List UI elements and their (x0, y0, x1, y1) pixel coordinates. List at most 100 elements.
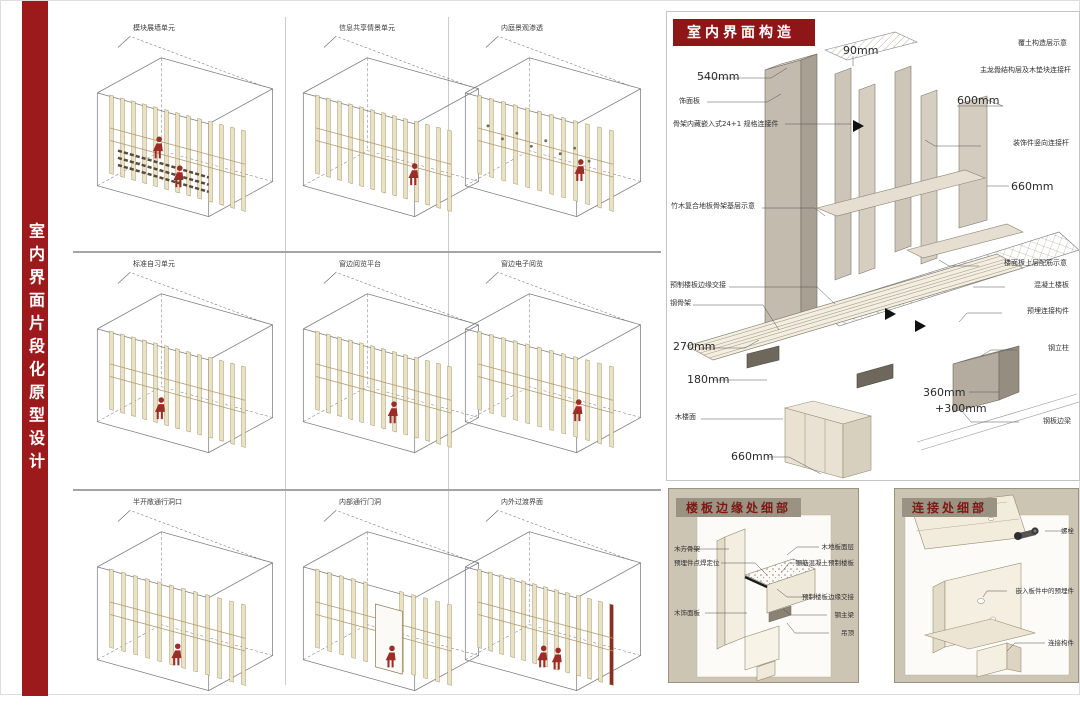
callout-wood-floor-layer: 木地板面层 (821, 543, 855, 551)
dimension-270mm: 270mm (673, 340, 716, 353)
dimension-660mm-bottom: 660mm (731, 450, 774, 463)
door-opening (375, 603, 403, 675)
axonometric-box (96, 35, 273, 218)
callout-steel-column: 钢立柱 (1048, 344, 1069, 352)
plant-dot (544, 139, 548, 143)
plant-dot (573, 146, 577, 150)
slat-wall (109, 94, 246, 212)
prototype-label: 内庭景观渗透 (501, 24, 543, 32)
prototype-label: 标准自习单元 (133, 260, 175, 268)
human-figure (572, 399, 583, 422)
dimension-180mm: 180mm (687, 373, 730, 386)
grid-divider-horizontal (73, 489, 661, 491)
presentation-board: 室内界面片段化原型设计 模块展墙单元 信息共享情景单元 内庭景观渗透 标准自习单… (0, 0, 1080, 696)
dimension-300mm: +300mm (935, 402, 987, 415)
prototype-label: 半开敞通行洞口 (133, 498, 182, 506)
callout-embedded-in-panel: 嵌入板件中的预埋件 (1015, 587, 1075, 595)
callout-bolt: 螺栓 (1061, 527, 1074, 535)
construction-title: 室内界面构造 (673, 19, 815, 46)
prototype-label: 内部通行门洞 (339, 498, 381, 506)
shelf-stack (117, 163, 210, 194)
prototype-cell: 窗边电子阅览 (455, 255, 653, 483)
connection-detail-diagram (904, 494, 1070, 678)
slat-wall (477, 568, 614, 686)
axonometric-diagram (302, 271, 479, 454)
slat-wall (315, 568, 452, 686)
plant-dot (486, 124, 490, 128)
human-figure (152, 136, 163, 159)
dimension-360mm: 360mm (923, 386, 966, 399)
human-figure (387, 401, 398, 424)
human-figure (171, 643, 182, 666)
page-title: 室内界面片段化原型设计 (26, 222, 45, 475)
slat-wall (109, 568, 246, 686)
axonometric-diagram (302, 509, 479, 692)
prototype-label: 内外过渡界面 (501, 498, 543, 506)
prototype-cell: 内部通行门洞 (293, 493, 491, 721)
connection-detail-title: 连接处细部 (902, 498, 998, 517)
plant-dot (529, 144, 533, 148)
callout-finish-panel: 饰面板 (679, 97, 700, 105)
grid-divider-vertical (448, 17, 449, 685)
slat-wall (315, 330, 452, 448)
slab-edge-detail-box: 楼板边缘处细部 木方骨架 预埋件点焊定位 木饰面板 木地板面层 钢筋混凝土预制楼… (668, 488, 859, 683)
plant-dot (587, 159, 591, 163)
grid-divider-horizontal (73, 251, 661, 253)
prototype-cell: 内外过渡界面 (455, 493, 653, 721)
callout-soil-layer: 覆土构造层示意 (1018, 39, 1067, 47)
prototype-label: 窗边阅览平台 (339, 260, 381, 268)
axonometric-diagram (464, 271, 641, 454)
axonometric-diagram (96, 509, 273, 692)
callout-steel-edge-beam: 钢板边梁 (1043, 417, 1071, 425)
axonometric-diagram (302, 35, 479, 218)
grid-divider-vertical (285, 17, 286, 685)
callout-edge-joint: 预制楼板边缘交接 (802, 593, 854, 601)
slat-wall (315, 94, 452, 212)
human-figure (173, 165, 184, 188)
dimension-90mm: 90mm (843, 44, 879, 57)
slat-wall (109, 330, 246, 448)
prototype-label: 模块展墙单元 (133, 24, 175, 32)
human-figure (385, 645, 396, 668)
prototype-grid: 模块展墙单元 信息共享情景单元 内庭景观渗透 标准自习单元 窗边阅览平台 窗边电… (71, 13, 663, 692)
axonometric-diagram (96, 35, 273, 218)
construction-diagram (686, 31, 1079, 479)
dimension-540mm: 540mm (697, 70, 740, 83)
prototype-cell: 内庭景观渗透 (455, 19, 653, 247)
shelf-stack (117, 149, 210, 179)
connection-detail-box: 连接处细部 螺栓 嵌入板件中的预埋件 连接构件 (894, 488, 1079, 683)
callout-steel-frame: 钢骨架 (670, 299, 691, 307)
slat-wall (477, 94, 614, 212)
plant-dot (558, 152, 562, 156)
callout-main-joist: 主龙骨结构层及木垫块连接杆 (980, 66, 1071, 74)
callout-connector: 连接构件 (1048, 639, 1074, 647)
prototype-cell: 标准自习单元 (87, 255, 285, 483)
callout-wood-batten: 木方骨架 (674, 545, 700, 553)
shelf-stack (117, 156, 210, 186)
slab-edge-detail-title: 楼板边缘处细部 (676, 498, 802, 517)
dimension-660mm-right: 660mm (1011, 180, 1054, 193)
callout-wood-facing: 木饰面板 (674, 609, 700, 617)
axonometric-diagram (96, 271, 273, 454)
axonometric-diagram (464, 35, 641, 218)
callout-embedded-connector: 预埋连接构件 (1027, 307, 1069, 315)
slat-wall (477, 330, 614, 448)
human-figure (551, 647, 562, 670)
callout-ceiling: 吊顶 (841, 629, 854, 637)
axonometric-diagram (464, 509, 641, 692)
prototype-label: 信息共享情景单元 (339, 24, 395, 32)
callout-concrete-slab: 混凝土楼板 (1034, 281, 1069, 289)
title-sidebar: 室内界面片段化原型设计 (22, 1, 48, 696)
prototype-label: 窗边电子阅览 (501, 260, 543, 268)
callout-slab-rebar: 楼面板上层配筋示意 (1004, 259, 1067, 267)
callout-decor-rod: 装饰件竖向连接杆 (1013, 139, 1069, 147)
callout-steel-girder: 钢主梁 (834, 611, 855, 619)
slab-edge-detail-diagram (677, 514, 832, 682)
callout-wood-floor: 木楼面 (675, 413, 696, 421)
prototype-cell: 窗边阅览平台 (293, 255, 491, 483)
plant-dot (500, 137, 504, 141)
human-figure (408, 163, 419, 186)
dimension-600mm: 600mm (957, 94, 1000, 107)
callout-bamboo-floor-frame: 竹木复合地板骨架基层示意 (671, 202, 755, 210)
plant-dot (515, 131, 519, 135)
